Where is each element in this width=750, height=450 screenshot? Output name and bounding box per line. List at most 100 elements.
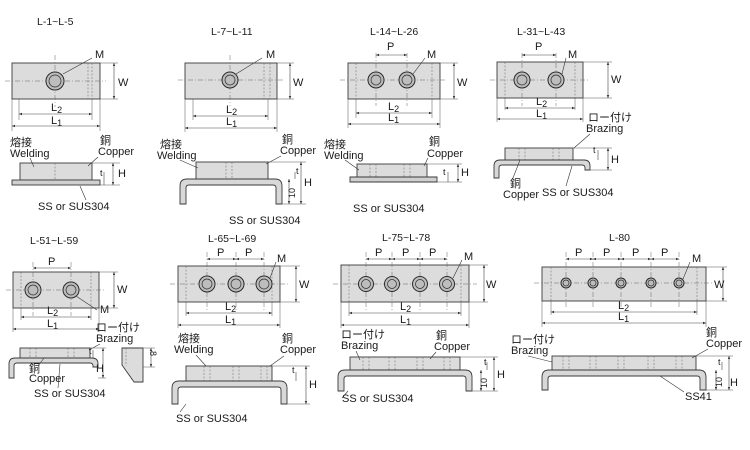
copper-block bbox=[349, 356, 461, 371]
brazing-jp: ロー付け bbox=[511, 333, 555, 346]
l1-label: L1 bbox=[388, 112, 399, 125]
hole-label: M bbox=[568, 49, 577, 61]
copper-block bbox=[356, 163, 428, 178]
welding-jp: 熔接 bbox=[178, 331, 200, 345]
width-label: W bbox=[299, 279, 310, 291]
l2-label: L2 bbox=[51, 102, 62, 115]
thickness-label: t bbox=[292, 365, 295, 375]
copper-block bbox=[19, 162, 93, 181]
base-plate bbox=[349, 176, 438, 183]
thickness-label: t bbox=[443, 167, 446, 177]
variant-l1-l5: L-1~L-5 M W L2 L1 熔接 Welding 銅 Copper H … bbox=[5, 16, 134, 213]
bent-bracket bbox=[337, 369, 473, 392]
hole-label: M bbox=[692, 253, 701, 265]
pitch-label: P bbox=[661, 247, 668, 259]
pitch-label: P bbox=[48, 256, 55, 268]
width-label: W bbox=[117, 284, 128, 296]
l1-label: L1 bbox=[618, 311, 629, 324]
rail-height-label: 10 bbox=[479, 378, 489, 388]
width-label: W bbox=[118, 77, 129, 89]
base-plate bbox=[11, 179, 101, 186]
l1-label: L1 bbox=[51, 115, 62, 128]
variant-l14-l26: L-14~L-26 P M W L2 L1 熔接 Welding 銅 Coppe… bbox=[324, 26, 469, 215]
mounting-hole bbox=[384, 276, 400, 292]
mounting-hole bbox=[513, 71, 531, 89]
variant-l80: L-80 P P P P M W L2 L1 bbox=[511, 232, 742, 403]
variant-l51-l59: L-51~L-59 P M W L2 L1 ロー付け Brazing H bbox=[6, 235, 158, 400]
height-label: H bbox=[461, 167, 469, 179]
pitch-label: P bbox=[375, 247, 382, 259]
l1-label: L1 bbox=[226, 116, 237, 129]
variant-l65-l69: L-65~L-69 P P M W L2 L1 熔接 Welding 銅 Cop… bbox=[170, 233, 317, 425]
width-label: W bbox=[293, 77, 304, 89]
variant-l75-l78: L-75~L-78 P P P M W L2 L1 ロー付け Bra bbox=[333, 232, 505, 405]
copper-en: Copper bbox=[706, 338, 742, 350]
copper-jp: 銅 bbox=[29, 361, 40, 375]
variant-title: L-51~L-59 bbox=[30, 235, 78, 247]
mounting-hole bbox=[412, 276, 428, 292]
width-label: W bbox=[486, 279, 497, 291]
bent-bracket bbox=[179, 178, 283, 205]
variant-title: L-65~L-69 bbox=[208, 233, 256, 245]
pitch-label: P bbox=[429, 247, 436, 259]
copper-jp: 銅 bbox=[706, 325, 717, 339]
bent-bracket bbox=[493, 159, 591, 179]
hole-label: M bbox=[266, 49, 275, 61]
copper-en: Copper bbox=[98, 146, 134, 158]
l1-label: L1 bbox=[225, 314, 236, 327]
mounting-hole bbox=[221, 71, 239, 89]
end-view bbox=[121, 347, 144, 383]
bent-bracket bbox=[541, 369, 707, 391]
l1-label: L1 bbox=[536, 108, 547, 121]
l2-label: L2 bbox=[400, 301, 411, 314]
material-label: SS or SUS304 bbox=[542, 187, 614, 199]
copper-jp: 銅 bbox=[429, 134, 440, 148]
material-label: SS or SUS304 bbox=[38, 201, 110, 213]
bent-bracket bbox=[8, 357, 99, 379]
mounting-hole bbox=[398, 71, 416, 89]
pitch-label: P bbox=[217, 247, 224, 259]
mounting-hole bbox=[358, 276, 374, 292]
mounting-hole bbox=[24, 281, 42, 299]
copper-jp: 銅 bbox=[510, 176, 521, 190]
brazing-en: Brazing bbox=[586, 123, 623, 135]
brazing-jp: ロー付け bbox=[96, 321, 140, 334]
variant-title: L-14~L-26 bbox=[370, 26, 418, 38]
l2-label: L2 bbox=[226, 104, 237, 117]
mounting-hole bbox=[673, 277, 685, 289]
mounting-hole bbox=[62, 281, 80, 299]
thickness-label: t bbox=[296, 166, 299, 176]
welding-en: Welding bbox=[324, 150, 364, 162]
rail-height-label: 10 bbox=[714, 377, 724, 387]
height-label: H bbox=[304, 177, 312, 189]
welding-en: Welding bbox=[174, 344, 214, 356]
bent-bracket bbox=[171, 380, 288, 405]
l2-label: L2 bbox=[536, 96, 547, 109]
copper-en: Copper bbox=[280, 145, 316, 157]
l2-label: L2 bbox=[618, 300, 629, 313]
mounting-hole bbox=[255, 275, 273, 293]
variant-title: L-31~L-43 bbox=[517, 26, 565, 38]
width-label: W bbox=[714, 279, 725, 291]
mounting-hole bbox=[560, 277, 572, 289]
brazing-jp: ロー付け bbox=[341, 328, 385, 341]
mounting-hole bbox=[587, 277, 599, 289]
copper-en: Copper bbox=[503, 189, 539, 201]
copper-jp: 銅 bbox=[436, 328, 447, 342]
l2-label: L2 bbox=[47, 305, 58, 318]
height-label: H bbox=[96, 363, 104, 375]
pitch-label: P bbox=[387, 41, 394, 53]
copper-en: Copper bbox=[280, 344, 316, 356]
hole-label: M bbox=[464, 251, 473, 263]
copper-block bbox=[185, 365, 273, 382]
variant-title: L-80 bbox=[609, 232, 630, 244]
variant-title: L-75~L-78 bbox=[382, 232, 430, 244]
material-label: SS or SUS304 bbox=[229, 215, 301, 227]
material-label: SS or SUS304 bbox=[176, 413, 248, 425]
hole-label: M bbox=[100, 304, 109, 316]
pitch-label: P bbox=[245, 247, 252, 259]
welding-jp: 熔接 bbox=[324, 137, 346, 151]
pitch-label: P bbox=[402, 247, 409, 259]
copper-en: Copper bbox=[427, 148, 463, 160]
